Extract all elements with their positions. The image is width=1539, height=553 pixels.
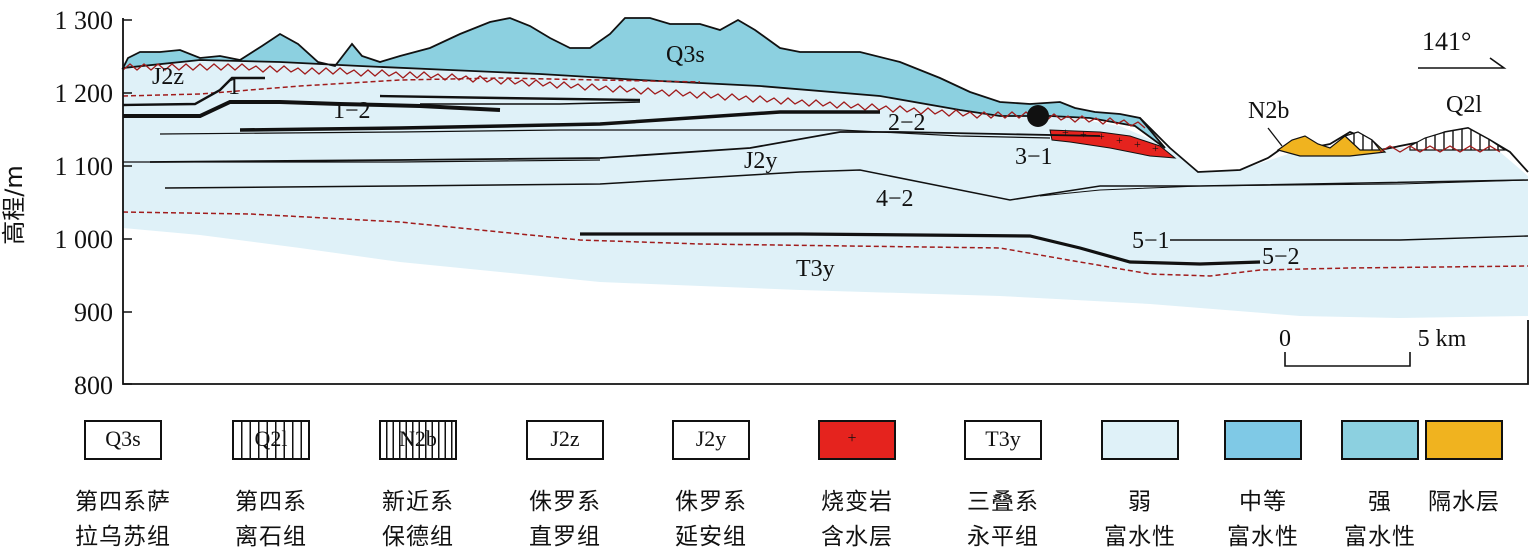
seam-3-1 bbox=[149, 131, 1101, 163]
legend-swatch bbox=[1224, 420, 1302, 460]
scale-bar bbox=[1284, 352, 1411, 367]
ytick-1300: 1 300 bbox=[55, 6, 114, 35]
legend-swatch bbox=[964, 420, 1042, 460]
direction-arrow bbox=[1418, 57, 1507, 69]
q2l-hills bbox=[1343, 127, 1507, 151]
label-q3s: Q3s bbox=[666, 42, 705, 68]
legend-swatch bbox=[1341, 420, 1419, 460]
direction-label: 141° bbox=[1422, 27, 1471, 56]
seam-1 bbox=[122, 76, 265, 107]
label-j2y: J2y bbox=[744, 148, 777, 174]
seam-5-1 bbox=[580, 232, 1261, 266]
y-axis-label: 高程/m bbox=[0, 165, 28, 244]
label-j2z: J2z bbox=[152, 64, 184, 90]
label-seam1: 1 bbox=[228, 74, 240, 100]
zigzag-contact bbox=[122, 63, 1146, 129]
weak-aquifer-zone bbox=[123, 60, 1528, 318]
burnt-rock-plus-mark: + bbox=[1116, 133, 1123, 147]
legend-swatch bbox=[1425, 420, 1503, 460]
ytick-900: 900 bbox=[74, 298, 113, 327]
y-axis-line bbox=[122, 18, 1529, 385]
label-seam1-2: 1−2 bbox=[333, 98, 371, 124]
y-ticks bbox=[123, 19, 132, 385]
label-seam2-2: 2−2 bbox=[888, 110, 926, 136]
label-n2b: N2b bbox=[1248, 98, 1289, 124]
legend-swatch bbox=[818, 420, 896, 460]
legend-swatch bbox=[379, 420, 457, 460]
legend: Q3s 第四系萨 拉乌苏组 Q2l 第四系 离石组 N2b 新近系 保德组 J2… bbox=[0, 412, 1539, 553]
svg-text:5 km: 5 km bbox=[1418, 326, 1467, 352]
ytick-1200: 1 200 bbox=[55, 79, 114, 108]
geologic-section: 1 300 1 200 1 100 1 000 900 800 高程/m 141… bbox=[0, 6, 1529, 400]
burnt-rock-plus-mark: + bbox=[1080, 127, 1087, 141]
ytick-1000: 1 000 bbox=[55, 225, 114, 254]
label-q2l: Q2l bbox=[1446, 92, 1482, 118]
seam-2-2 bbox=[239, 110, 880, 132]
label-seam5-1: 5−1 bbox=[1132, 228, 1170, 254]
burnt-rock-plus-mark: + bbox=[1152, 141, 1159, 155]
legend-swatch bbox=[526, 420, 604, 460]
svg-text:0: 0 bbox=[1279, 326, 1291, 352]
label-seam4-2: 4−2 bbox=[876, 186, 914, 212]
seam-1-2 bbox=[123, 100, 501, 118]
burnt-rock-aquifer bbox=[1049, 129, 1177, 159]
q3s-strong-aquifer bbox=[121, 17, 1166, 149]
legend-swatch bbox=[1101, 420, 1179, 460]
legend-swatch bbox=[232, 420, 310, 460]
ytick-800: 800 bbox=[74, 371, 113, 400]
borehole-marker bbox=[1027, 105, 1049, 127]
seam-4-2 bbox=[164, 169, 1529, 201]
label-t3y: T3y bbox=[796, 256, 835, 282]
burnt-rock-plus-mark: + bbox=[1098, 129, 1105, 143]
label-seam5-2: 5−2 bbox=[1262, 244, 1300, 270]
ytick-1100: 1 100 bbox=[55, 152, 114, 181]
burnt-rock-plus-mark: + bbox=[1134, 137, 1141, 151]
legend-swatch bbox=[84, 420, 162, 460]
burnt-rock-plus-mark: + bbox=[1062, 125, 1069, 139]
label-seam3-1: 3−1 bbox=[1015, 144, 1053, 170]
legend-swatch bbox=[672, 420, 750, 460]
